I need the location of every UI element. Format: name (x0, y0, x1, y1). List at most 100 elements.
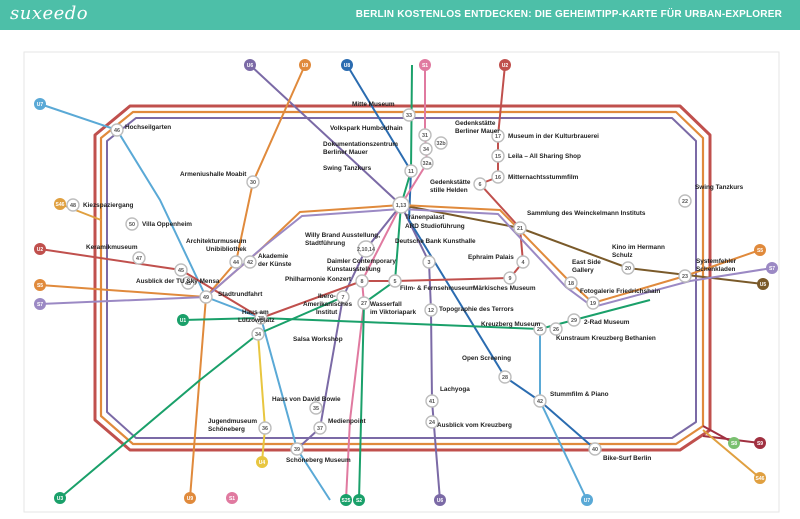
terminal-s1[interactable]: S1 (226, 492, 238, 504)
terminal-u2[interactable]: U2 (499, 59, 511, 71)
poi-label[interactable]: Gedenkstätte (430, 179, 471, 186)
poi-label[interactable]: Berliner Mauer (323, 149, 368, 156)
station-2-10-14[interactable]: 2,10,14 (357, 240, 375, 258)
poi-label[interactable]: Mitte Museum (352, 101, 395, 108)
station-12[interactable]: 12 (424, 303, 438, 317)
station-8[interactable]: 8 (355, 274, 369, 288)
poi-label[interactable]: Museum in der Kulturbrauerei (508, 133, 599, 140)
poi-label[interactable]: Swing Tanzkurs (323, 165, 372, 172)
station-19[interactable]: 19 (586, 296, 600, 310)
station-35[interactable]: 35 (309, 401, 323, 415)
poi-label[interactable]: Jugendmuseum (208, 418, 257, 425)
terminal-s7[interactable]: S7 (34, 298, 46, 310)
poi-label[interactable]: Architekturmuseum (186, 238, 247, 245)
poi-label[interactable]: Akademie (258, 253, 289, 260)
station-1-13[interactable]: 1,13 (392, 196, 410, 214)
terminal-s5[interactable]: S5 (754, 244, 766, 256)
terminal-s46[interactable]: S46 (754, 472, 766, 484)
terminal-s7[interactable]: S7 (766, 262, 778, 274)
poi-label[interactable]: Bike-Surf Berlin (603, 455, 651, 462)
poi-label[interactable]: Tränenpalast (405, 214, 445, 221)
poi-label[interactable]: Stadtrundfahrt (218, 291, 263, 298)
station-32a[interactable]: 32a (420, 156, 434, 170)
poi-label[interactable]: Lachyoga (440, 386, 470, 393)
poi-label[interactable]: Swing Tanzkurs (695, 184, 744, 191)
station-7[interactable]: 7 (336, 290, 350, 304)
poi-label[interactable]: Armeniushalle Moabit (180, 171, 247, 178)
poi-label[interactable]: Fotogalerie Friedrichshain (580, 288, 660, 295)
poi-label[interactable]: Schöneberg Museum (286, 457, 351, 464)
station-18[interactable]: 18 (564, 276, 578, 290)
poi-label[interactable]: Haus von David Bowie (272, 396, 341, 403)
station-21[interactable]: 21 (513, 221, 527, 235)
suxeedo-logo[interactable]: suxeedo (10, 3, 89, 24)
poi-label[interactable]: Märkisches Museum (473, 285, 536, 292)
station-29[interactable]: 29 (567, 313, 581, 327)
terminal-s2[interactable]: S2 (353, 494, 365, 506)
poi-label[interactable]: Salsa Workshop (293, 336, 343, 343)
poi-label[interactable]: der Künste (258, 261, 292, 268)
terminal-u2[interactable]: U2 (34, 243, 46, 255)
station-5[interactable]: 5 (388, 274, 402, 288)
poi-label[interactable]: 2-Rad Museum (584, 319, 630, 326)
terminal-u6[interactable]: U6 (244, 59, 256, 71)
poi-label[interactable]: Villa Oppenheim (142, 221, 192, 228)
poi-label[interactable]: Schenkladen (696, 266, 736, 273)
poi-label[interactable]: Lützowplatz (238, 317, 275, 324)
poi-label[interactable]: Kunstraum Kreuzberg Bethanien (556, 335, 656, 342)
station-20[interactable]: 20 (621, 261, 635, 275)
poi-label[interactable]: Film- & Fernsehmuseum (400, 285, 475, 292)
poi-label[interactable]: Institut (316, 309, 338, 316)
station-4[interactable]: 4 (516, 255, 530, 269)
poi-label[interactable]: Hochseilgarten (125, 124, 171, 131)
station-27[interactable]: 27 (357, 296, 371, 310)
poi-label[interactable]: Stummfilm & Piano (550, 391, 609, 398)
station-47[interactable]: 47 (132, 251, 146, 265)
station-40[interactable]: 40 (588, 442, 602, 456)
station-49[interactable]: 49 (199, 290, 213, 304)
station-3[interactable]: 3 (422, 255, 436, 269)
poi-label[interactable]: Ibero- (318, 293, 336, 300)
station-46[interactable]: 46 (110, 123, 124, 137)
poi-label[interactable]: Schulz (612, 252, 633, 259)
terminal-u5[interactable]: U5 (757, 278, 769, 290)
station-42[interactable]: 42 (533, 394, 547, 408)
poi-label[interactable]: Unibibliothek (206, 246, 247, 253)
poi-label[interactable]: Medienpoint (328, 418, 367, 425)
poi-label[interactable]: Philharmonie Konzert (285, 276, 352, 283)
station-43[interactable]: 43 (181, 276, 195, 290)
poi-label[interactable]: Ephraim Palais (468, 254, 514, 261)
station-34[interactable]: 34 (251, 327, 265, 341)
poi-label[interactable]: Haus am (242, 309, 269, 316)
station-37[interactable]: 37 (313, 421, 327, 435)
station-24[interactable]: 24 (425, 415, 439, 429)
station-42[interactable]: 42 (243, 255, 257, 269)
poi-label[interactable]: Kunstausstellung (327, 266, 381, 273)
station-6[interactable]: 6 (473, 177, 487, 191)
station-28[interactable]: 28 (498, 370, 512, 384)
station-11[interactable]: 11 (404, 164, 418, 178)
poi-label[interactable]: Systemfehler (696, 258, 737, 265)
poi-label[interactable]: Kino im Hermann (612, 244, 665, 251)
station-34[interactable]: 34 (419, 142, 433, 156)
poi-label[interactable]: Sammlung des Weinckelmann Instituts (527, 210, 646, 217)
terminal-u9[interactable]: U9 (299, 59, 311, 71)
station-41[interactable]: 41 (425, 394, 439, 408)
poi-label[interactable]: Gedenkstätte (455, 120, 496, 127)
poi-label[interactable]: Mitternachtsstummfilm (508, 174, 579, 181)
poi-label[interactable]: Willy Brand Ausstellung, (305, 232, 380, 239)
terminal-u7[interactable]: U7 (34, 98, 46, 110)
station-15[interactable]: 15 (491, 149, 505, 163)
station-26[interactable]: 26 (549, 322, 563, 336)
terminal-u6[interactable]: U6 (434, 494, 446, 506)
poi-label[interactable]: Volkspark Humboldhain (330, 125, 403, 132)
poi-label[interactable]: im Viktoriapark (370, 309, 417, 316)
poi-label[interactable]: Deutsche Bank Kunsthalle (395, 238, 476, 245)
terminal-u9[interactable]: U9 (184, 492, 196, 504)
poi-label[interactable]: Wasserfall (370, 301, 402, 308)
station-17[interactable]: 17 (491, 129, 505, 143)
station-16[interactable]: 16 (491, 170, 505, 184)
station-22[interactable]: 22 (678, 194, 692, 208)
station-32b[interactable]: 32b (434, 136, 448, 150)
station-9[interactable]: 9 (503, 271, 517, 285)
